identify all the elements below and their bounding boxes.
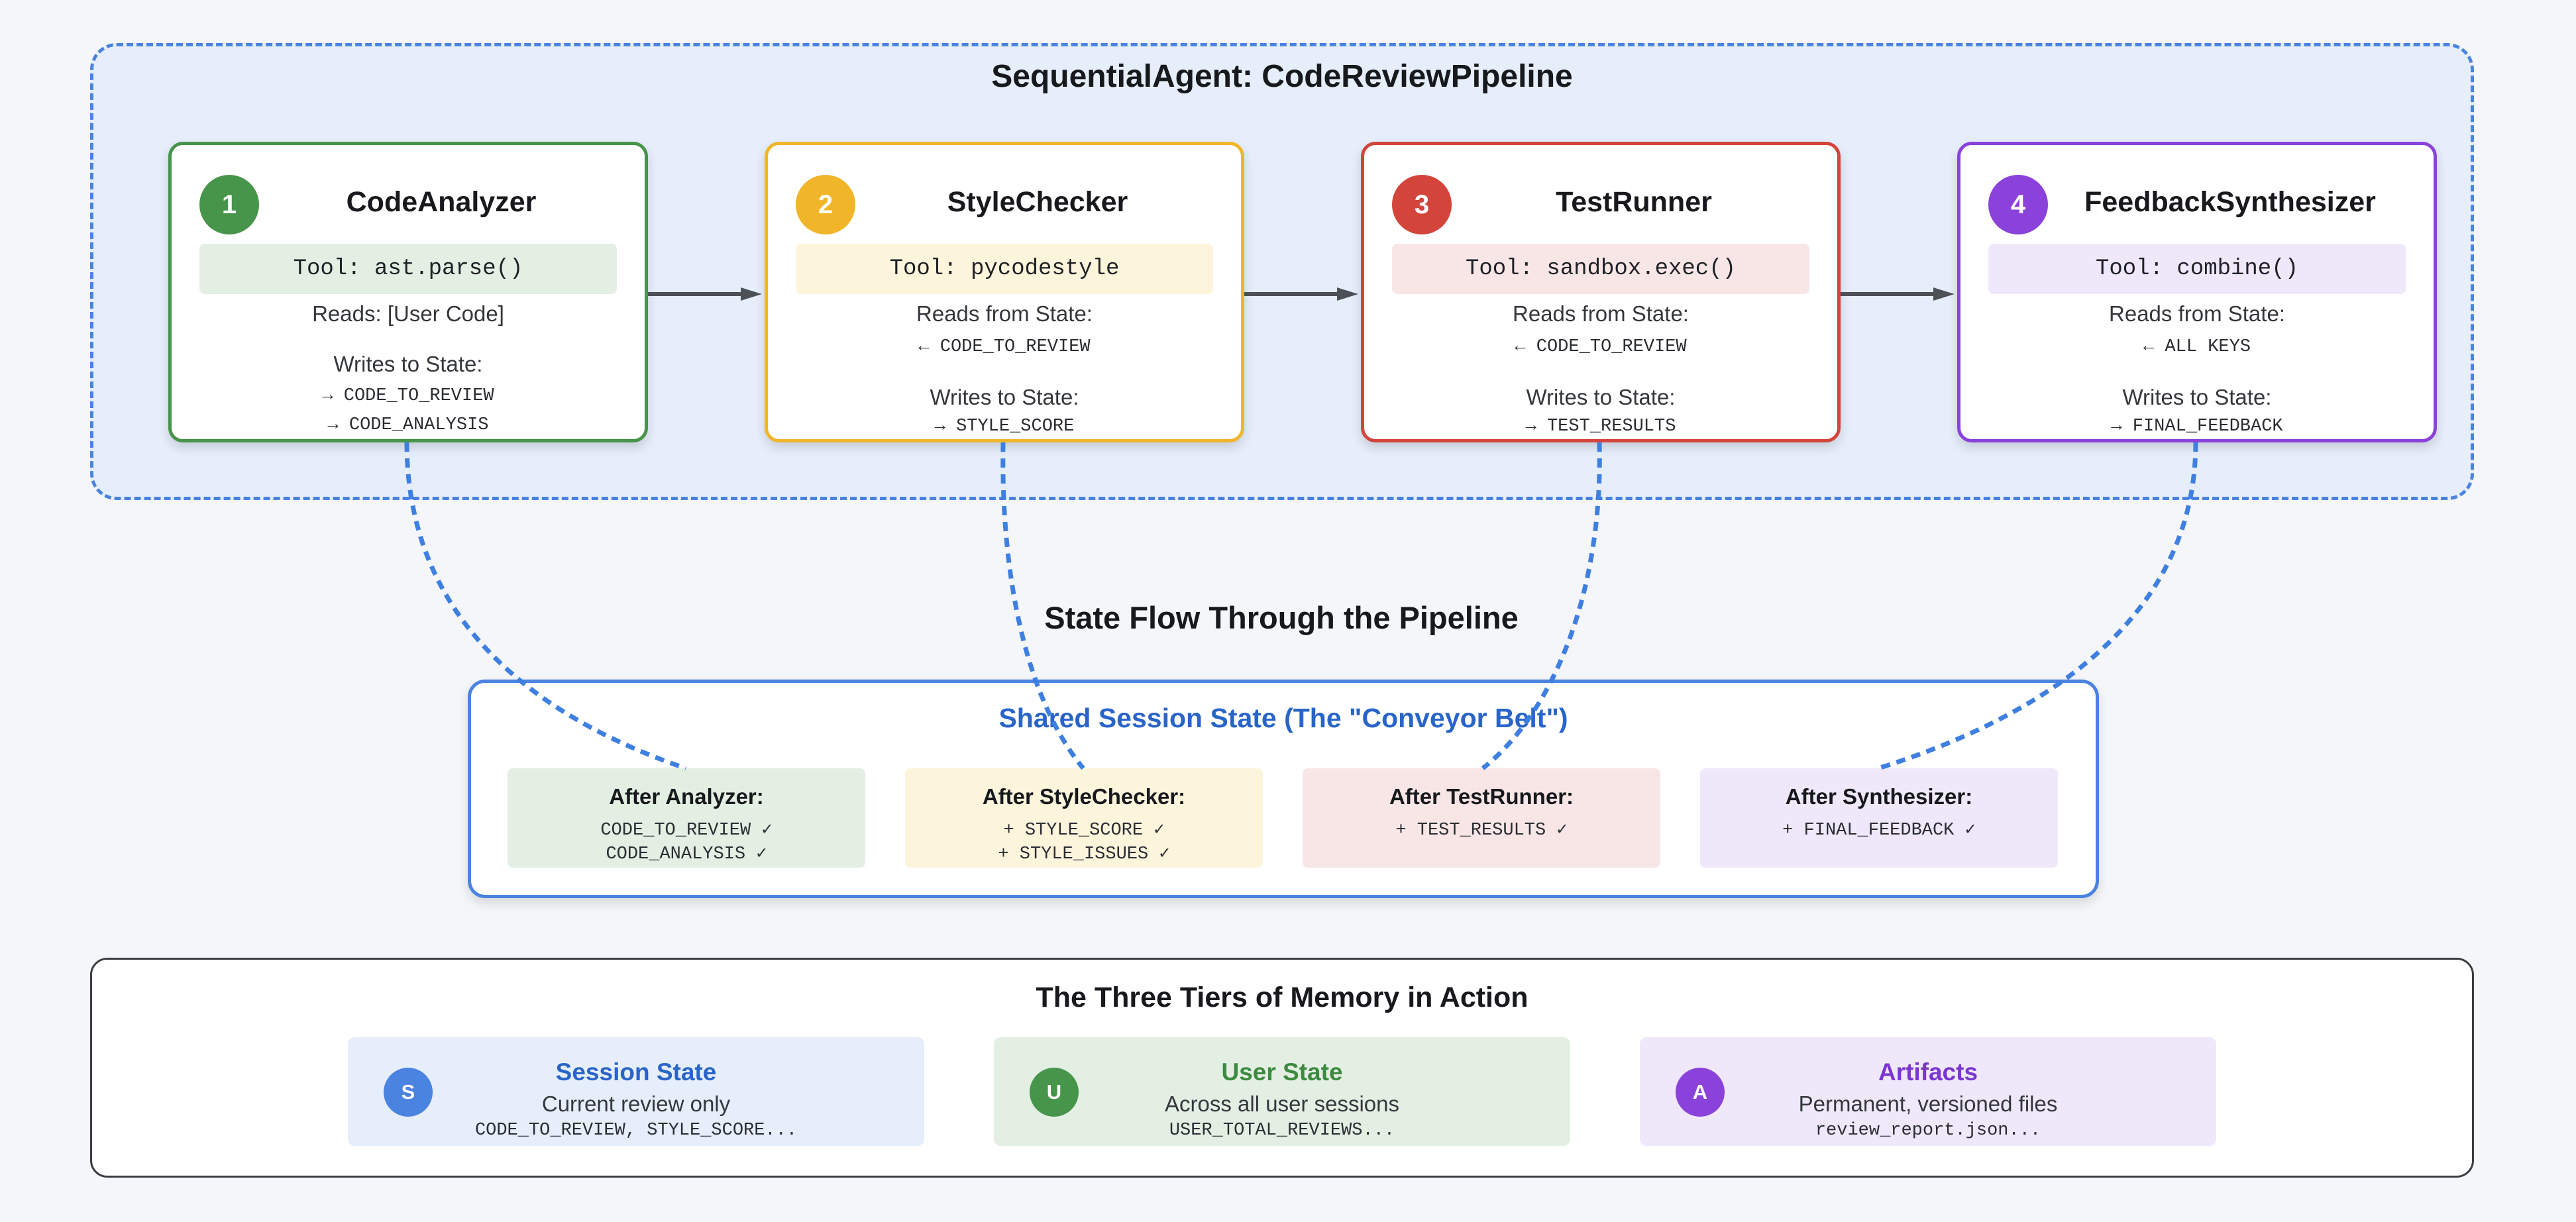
agent-reads-label: Reads from State: [916, 301, 1093, 326]
agent-name: CodeAnalyzer [346, 186, 537, 218]
tier-description: Across all user sessions [1165, 1092, 1399, 1116]
agent-tool: Tool: pycodestyle [796, 244, 1213, 294]
agent-card-code-analyzer[interactable]: 1 CodeAnalyzer Tool: ast.parse() Reads: … [168, 142, 648, 442]
state-snapshot-key: + STYLE_SCORE ✓ [1003, 821, 1165, 840]
agent-writes-key: → STYLE_SCORE [934, 417, 1075, 436]
agent-reads-label: Reads from State: [2109, 301, 2285, 326]
agent-reads-key: ← CODE_TO_REVIEW [1515, 337, 1687, 357]
tier-badge: U [1030, 1068, 1079, 1117]
agent-tool: Tool: combine() [1988, 244, 2406, 294]
tier-badge: S [384, 1068, 433, 1117]
tier-session-state: S Session State Current review only CODE… [348, 1037, 924, 1146]
tier-badge: A [1676, 1068, 1725, 1117]
agent-reads-key: ← CODE_TO_REVIEW [918, 337, 1091, 357]
agent-card-test-runner[interactable]: 3 TestRunner Tool: sandbox.exec() Reads … [1361, 142, 1841, 442]
state-snapshot-key: + STYLE_ISSUES ✓ [998, 844, 1170, 864]
agent-card-feedback-synthesizer[interactable]: 4 FeedbackSynthesizer Tool: combine() Re… [1957, 142, 2437, 442]
state-snapshot-key: CODE_ANALYSIS ✓ [606, 844, 767, 864]
agent-card-style-checker[interactable]: 2 StyleChecker Tool: pycodestyle Reads f… [765, 142, 1244, 442]
state-flow-title: State Flow Through the Pipeline [1044, 600, 1519, 635]
agent-writes-label: Writes to State: [1526, 385, 1676, 409]
arrow-right-icon [648, 287, 762, 301]
tier-description: Current review only [541, 1092, 731, 1116]
tier-example: review_report.json... [1815, 1121, 2041, 1141]
tier-description: Permanent, versioned files [1798, 1092, 2058, 1116]
agent-writes-label: Writes to State: [2122, 385, 2272, 409]
tier-name: Session State [555, 1058, 717, 1086]
state-snapshot-title: After StyleChecker: [982, 784, 1186, 809]
state-snapshot-title: After Analyzer: [609, 784, 764, 809]
agent-writes-key: → TEST_RESULTS [1525, 417, 1676, 436]
tier-artifacts: A Artifacts Permanent, versioned files r… [1640, 1037, 2216, 1146]
agent-tool: Tool: sandbox.exec() [1392, 244, 1809, 294]
arrow-right-icon [1244, 287, 1358, 301]
agent-name: TestRunner [1556, 186, 1712, 218]
tier-name: Artifacts [1878, 1058, 1978, 1086]
agent-reads-label: Reads from State: [1513, 301, 1689, 326]
agent-writes-key: → CODE_ANALYSIS [327, 415, 489, 435]
agent-reads-label: Reads: [User Code] [312, 301, 504, 326]
state-snapshot-after-analyzer: After Analyzer: CODE_TO_REVIEW ✓ CODE_AN… [508, 768, 865, 868]
state-snapshot-title: After TestRunner: [1389, 784, 1574, 809]
pipeline-title: SequentialAgent: CodeReviewPipeline [991, 59, 1573, 94]
agent-reads-key: ← ALL KEYS [2143, 337, 2251, 357]
step-number-badge: 1 [199, 175, 259, 234]
state-snapshot-after-test-runner: After TestRunner: + TEST_RESULTS ✓ [1303, 768, 1660, 868]
state-snapshot-after-style-checker: After StyleChecker: + STYLE_SCORE ✓ + ST… [905, 768, 1263, 868]
agent-name: FeedbackSynthesizer [2084, 186, 2376, 218]
shared-session-state-title: Shared Session State (The "Conveyor Belt… [998, 703, 1568, 733]
state-snapshot-after-synthesizer: After Synthesizer: + FINAL_FEEDBACK ✓ [1700, 768, 2058, 868]
agent-tool: Tool: ast.parse() [199, 244, 617, 294]
tier-example: USER_TOTAL_REVIEWS... [1169, 1121, 1395, 1141]
memory-tiers-title: The Three Tiers of Memory in Action [1036, 982, 1529, 1013]
tier-example: CODE_TO_REVIEW, STYLE_SCORE... [474, 1121, 798, 1141]
tier-name: User State [1221, 1058, 1343, 1086]
agent-name: StyleChecker [947, 186, 1128, 218]
state-snapshot-key: CODE_TO_REVIEW ✓ [600, 821, 773, 840]
agent-writes-label: Writes to State: [333, 352, 483, 376]
step-number-badge: 3 [1392, 175, 1452, 234]
state-snapshot-key: + TEST_RESULTS ✓ [1395, 821, 1568, 840]
agent-writes-key: → CODE_TO_REVIEW [322, 386, 494, 406]
state-snapshot-key: + FINAL_FEEDBACK ✓ [1782, 821, 1976, 840]
arrow-right-icon [1841, 287, 1955, 301]
state-snapshot-title: After Synthesizer: [1785, 784, 1973, 809]
step-number-badge: 4 [1988, 175, 2048, 234]
agent-writes-key: → FINAL_FEEDBACK [2111, 417, 2283, 436]
agent-writes-label: Writes to State: [930, 385, 1079, 409]
step-number-badge: 2 [796, 175, 855, 234]
tier-user-state: U User State Across all user sessions US… [994, 1037, 1570, 1146]
